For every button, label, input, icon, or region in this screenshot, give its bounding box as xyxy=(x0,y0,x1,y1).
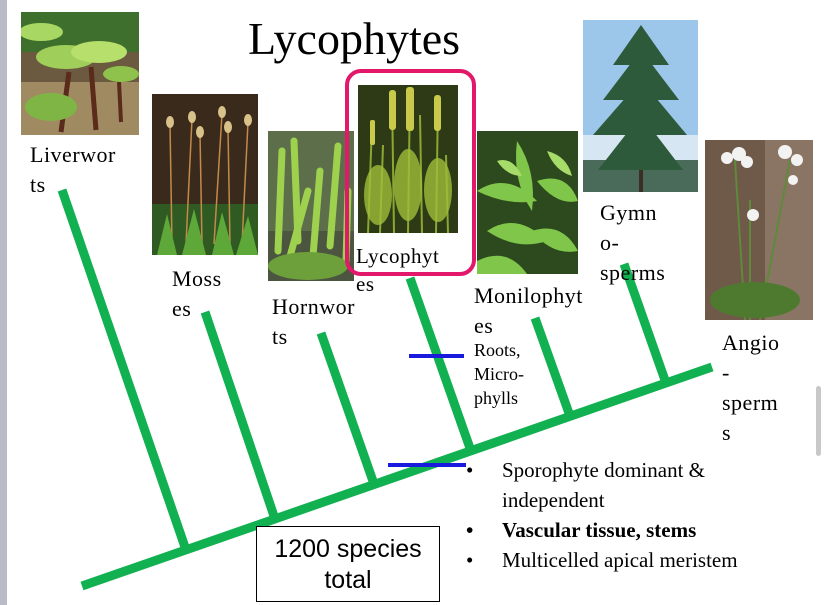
bullet-dot: • xyxy=(466,458,474,482)
bullet-dot: • xyxy=(466,548,474,572)
bullet-text: independent xyxy=(502,488,605,512)
bullet-text: Sporophyte dominant & xyxy=(502,458,705,482)
bullet-item: • Sporophyte dominant & independent xyxy=(466,455,738,515)
bullet-item: • Vascular tissue, stems xyxy=(466,515,738,545)
fern-photo xyxy=(477,131,578,274)
branch-hornworts xyxy=(316,331,379,486)
branch-monilophytes xyxy=(530,316,575,418)
scrollbar-thumb[interactable] xyxy=(816,386,821,456)
pine-photo xyxy=(583,20,698,192)
annotation-roots-microphylls: Roots, Micro- phylls xyxy=(474,340,524,408)
hornwort-photo xyxy=(268,131,354,281)
lycophyte-photo xyxy=(358,85,458,233)
slide-left-edge xyxy=(0,0,7,605)
lycophyte-highlight-frame xyxy=(345,69,476,276)
trait-bullet-list: • Sporophyte dominant & independent • Va… xyxy=(466,455,738,575)
flower-photo xyxy=(705,140,813,320)
slide-title: Lycophytes xyxy=(248,13,461,64)
branch-liverworts xyxy=(57,188,191,552)
moss-photo xyxy=(152,94,258,255)
branch-gymnosperms xyxy=(619,262,671,385)
branch-lycophytes xyxy=(405,276,476,453)
branch-mosses xyxy=(200,310,280,521)
liverwort-photo xyxy=(21,12,139,135)
bullet-text: Vascular tissue, stems xyxy=(502,518,697,542)
bullet-dot: • xyxy=(466,518,474,542)
bullet-text: Multicelled apical meristem xyxy=(502,548,738,572)
bullet-item: • Multicelled apical meristem xyxy=(466,545,738,575)
species-count-box: 1200 species total xyxy=(256,526,440,602)
